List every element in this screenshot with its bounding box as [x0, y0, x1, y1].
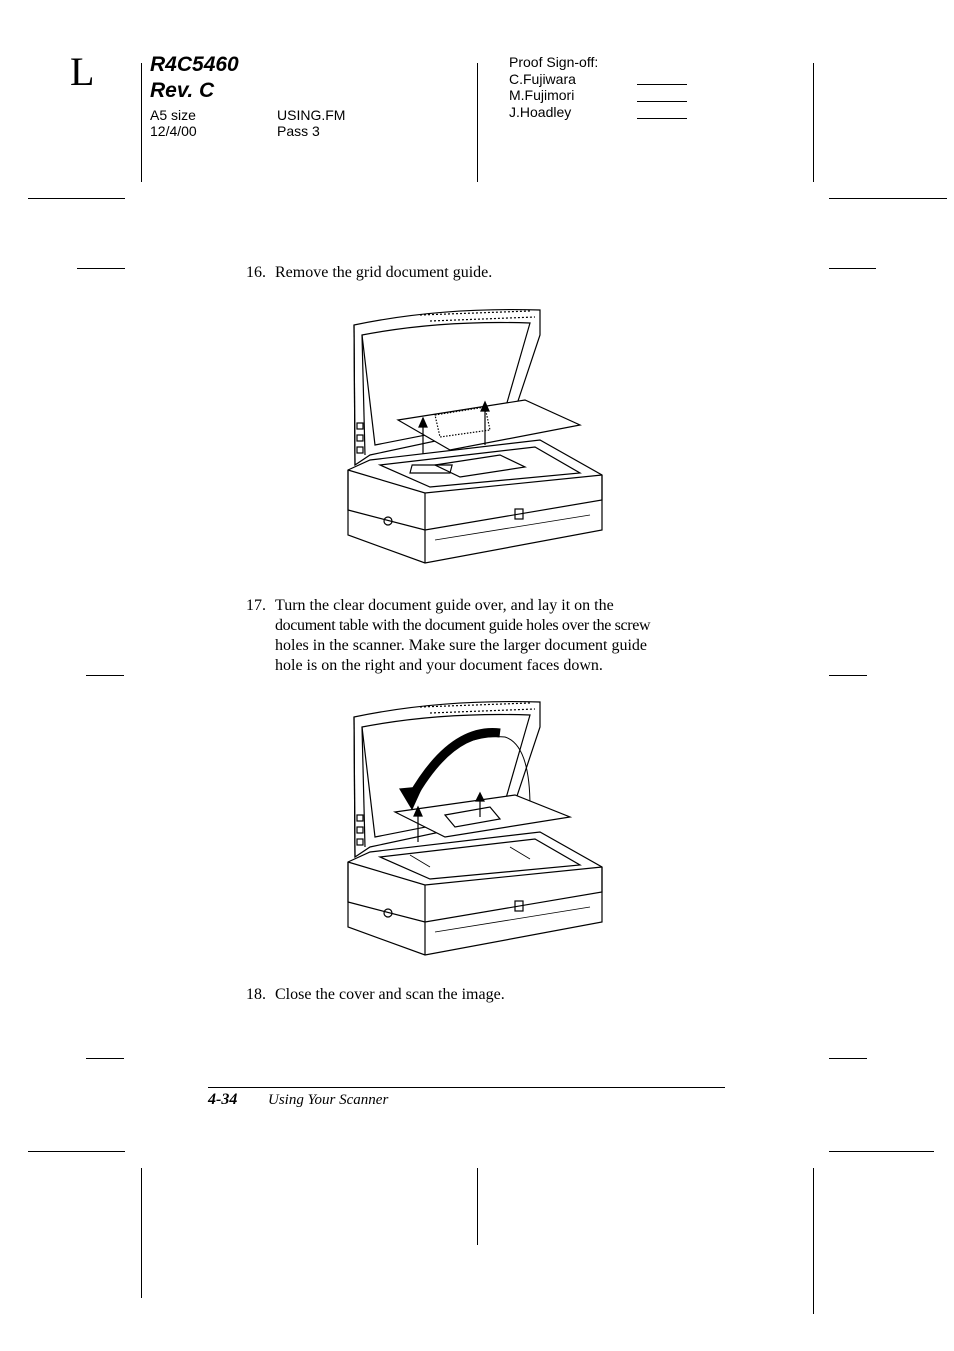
step-text-line: Turn the clear document guide over, and … [275, 597, 614, 614]
signoff-line [637, 118, 687, 119]
crop-mark [141, 1168, 142, 1298]
signoff-line [637, 84, 687, 85]
crop-mark [28, 198, 125, 199]
footer-rule [208, 1087, 725, 1088]
signoff-title: Proof Sign-off: [509, 54, 599, 70]
step-text-line: document table with the document guide h… [275, 617, 651, 634]
step-text: Close the cover and scan the image. [275, 986, 505, 1003]
page-number: 4-34 [208, 1091, 238, 1108]
scanner-remove-guide-illustration [340, 305, 615, 567]
step-text-line: hole is on the right and your document f… [275, 657, 603, 674]
signoff-line [637, 101, 687, 102]
crop-mark [829, 268, 876, 269]
crop-mark [86, 1058, 124, 1059]
signoff-name: M.Fujimori [509, 87, 575, 103]
crop-mark [77, 268, 125, 269]
crop-mark [28, 1151, 125, 1152]
date: 12/4/00 [150, 123, 197, 139]
step-17: 17. Turn the clear document guide over, … [246, 596, 726, 680]
step-text: Remove the grid document guide. [275, 264, 493, 281]
crop-mark [829, 198, 947, 199]
crop-mark [829, 1058, 867, 1059]
crop-mark [141, 63, 142, 182]
signoff-name: J.Hoadley [509, 104, 572, 120]
step-16: 16. Remove the grid document guide. [246, 263, 726, 283]
file-name: USING.FM [277, 107, 346, 123]
step-number: 17. [246, 597, 266, 614]
model-code: R4C5460 [150, 53, 239, 76]
side-letter: L [70, 49, 95, 94]
step-number: 16. [246, 264, 266, 281]
crop-mark [477, 1168, 478, 1245]
crop-mark [829, 1151, 934, 1152]
step-number: 18. [246, 986, 266, 1003]
pass: Pass 3 [277, 123, 320, 139]
revision: Rev. C [150, 79, 215, 102]
step-18: 18. Close the cover and scan the image. [246, 985, 726, 1005]
crop-mark [86, 675, 124, 676]
section-title: Using Your Scanner [268, 1092, 389, 1108]
paper-size: A5 size [150, 107, 196, 123]
step-text-line: holes in the scanner. Make sure the larg… [275, 637, 648, 654]
crop-mark [813, 1168, 814, 1314]
crop-mark [477, 63, 478, 182]
crop-mark [813, 63, 814, 182]
signoff-name: C.Fujiwara [509, 71, 576, 87]
crop-mark [829, 675, 867, 676]
scanner-lay-guide-illustration [340, 697, 615, 959]
